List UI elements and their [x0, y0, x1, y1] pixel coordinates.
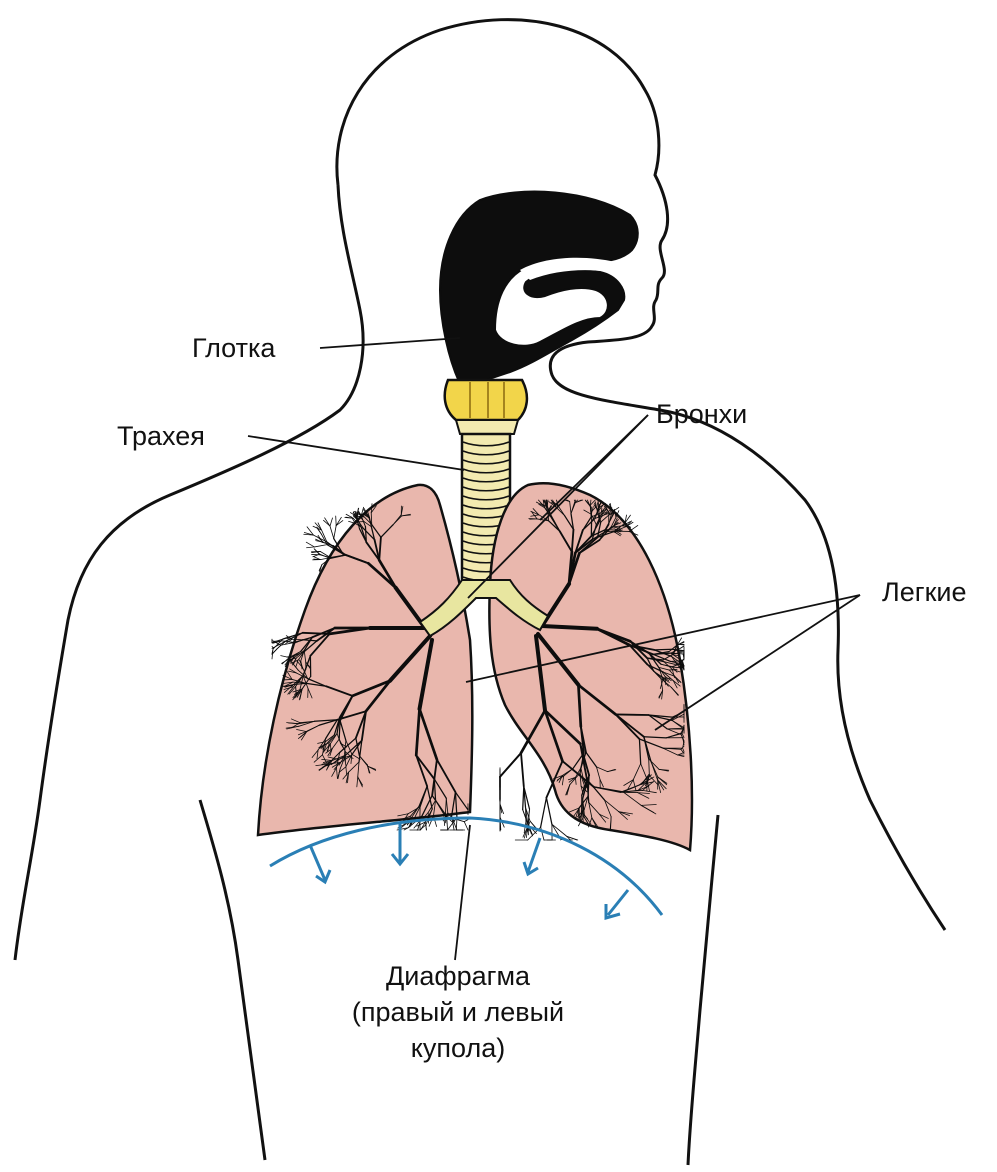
leader-pharynx [320, 338, 460, 348]
label-bronchi: Бронхи [656, 396, 747, 432]
label-diaphragm-line2: (правый и левый [318, 994, 598, 1030]
nasal-oral-cavity [440, 192, 638, 388]
left-arm-inner [200, 800, 265, 1160]
right-arm-inner [688, 815, 718, 1165]
label-diaphragm-line3: купола) [318, 1030, 598, 1066]
larynx [445, 380, 527, 434]
label-lungs: Легкие [882, 574, 967, 610]
label-pharynx: Глотка [192, 330, 275, 366]
leader-lungs-2 [655, 595, 860, 730]
label-trachea: Трахея [117, 418, 205, 454]
leader-diaphragm [455, 825, 470, 960]
body-outline-left [15, 185, 363, 960]
label-diaphragm-line1: Диафрагма [318, 958, 598, 994]
label-diaphragm: Диафрагма (правый и левый купола) [318, 958, 598, 1066]
leader-trachea [248, 436, 464, 470]
